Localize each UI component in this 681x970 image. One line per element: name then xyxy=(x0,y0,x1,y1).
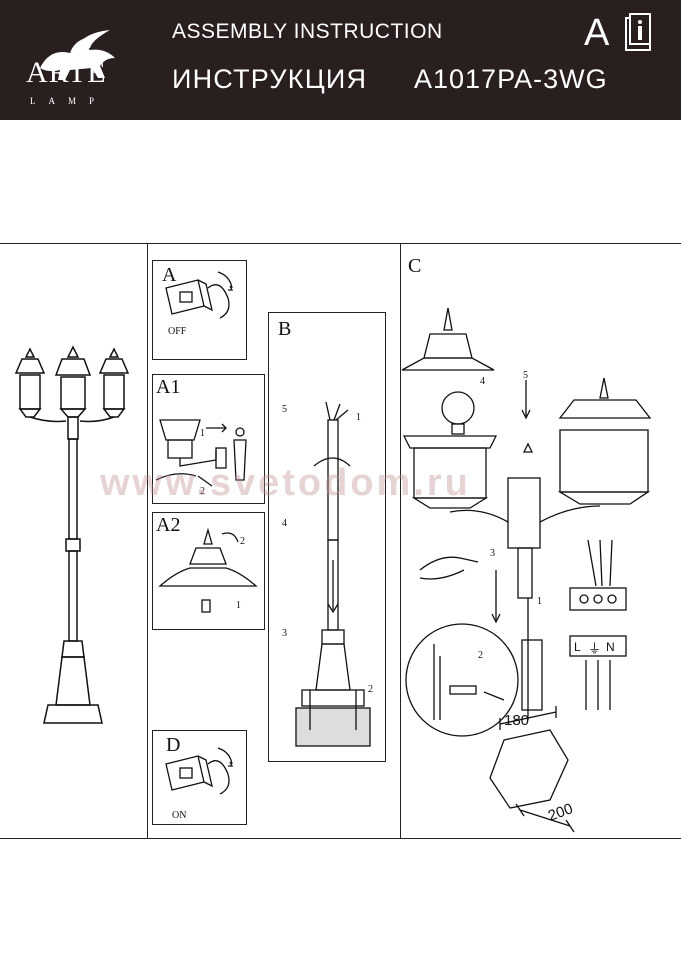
brand-subtitle: LAMP xyxy=(30,96,108,106)
step-c-num3: 3 xyxy=(490,548,495,559)
step-d-box xyxy=(152,730,247,825)
step-b-box xyxy=(268,312,386,762)
title-russian: ИНСТРУКЦИЯ xyxy=(172,64,368,94)
wiring-n: N xyxy=(606,640,615,654)
wiring-l: L xyxy=(574,640,581,654)
column-divider-1 xyxy=(147,243,148,839)
step-a-label: A xyxy=(162,264,177,286)
dimension-180: 180 xyxy=(504,712,530,729)
step-b-num2: 2 xyxy=(368,684,373,695)
lamp-cap-illustration xyxy=(158,527,258,613)
step-a1-box xyxy=(152,374,265,504)
step-a2-num2: 2 xyxy=(240,536,245,547)
step-a1-label: A1 xyxy=(156,376,181,398)
step-b-num3: 3 xyxy=(282,628,287,639)
step-a1-num2: 2 xyxy=(200,486,205,497)
lamp-head-assembly-illustration xyxy=(401,307,652,833)
wiring-ground: ⏚ xyxy=(588,641,602,656)
step-c-num1: 1 xyxy=(537,596,542,607)
step-a2-num1: 1 xyxy=(236,600,241,611)
step-b-num4: 4 xyxy=(282,518,287,529)
full-lamp-illustration xyxy=(14,345,130,724)
step-c-num5: 5 xyxy=(523,370,528,381)
model-number: A1017PA-3WG xyxy=(414,64,608,94)
step-c-num4: 4 xyxy=(480,376,485,387)
wall-lamp-illustration xyxy=(155,419,247,487)
step-a-box xyxy=(152,260,247,360)
brand-name: ARTE xyxy=(26,56,107,89)
step-d-caption: ON xyxy=(172,810,187,821)
step-d-label: D xyxy=(166,734,181,756)
series-letter: A xyxy=(584,12,610,54)
title-english: ASSEMBLY INSTRUCTION xyxy=(172,20,443,43)
step-b-num1: 1 xyxy=(356,412,361,423)
step-a-caption: OFF xyxy=(168,326,187,337)
instruction-frame xyxy=(0,243,681,839)
step-c-label: C xyxy=(408,255,422,277)
step-b-num5: 5 xyxy=(282,404,287,415)
info-booklet-icon xyxy=(625,13,651,51)
step-a2-label: A2 xyxy=(156,514,181,536)
header-bar: ARTE LAMP ASSEMBLY INSTRUCTION ИНСТРУКЦИ… xyxy=(0,0,681,120)
step-a1-num1: 1 xyxy=(200,428,205,439)
column-divider-2 xyxy=(400,243,401,839)
step-b-label: B xyxy=(278,318,292,340)
watermark: www.svetodom.ru xyxy=(100,462,471,504)
pole-mounting-illustration xyxy=(295,401,371,747)
griffin-logo-icon xyxy=(40,30,115,80)
switch-off-illustration xyxy=(165,271,234,319)
step-c-num2: 2 xyxy=(478,650,483,661)
switch-on-illustration xyxy=(165,747,234,795)
